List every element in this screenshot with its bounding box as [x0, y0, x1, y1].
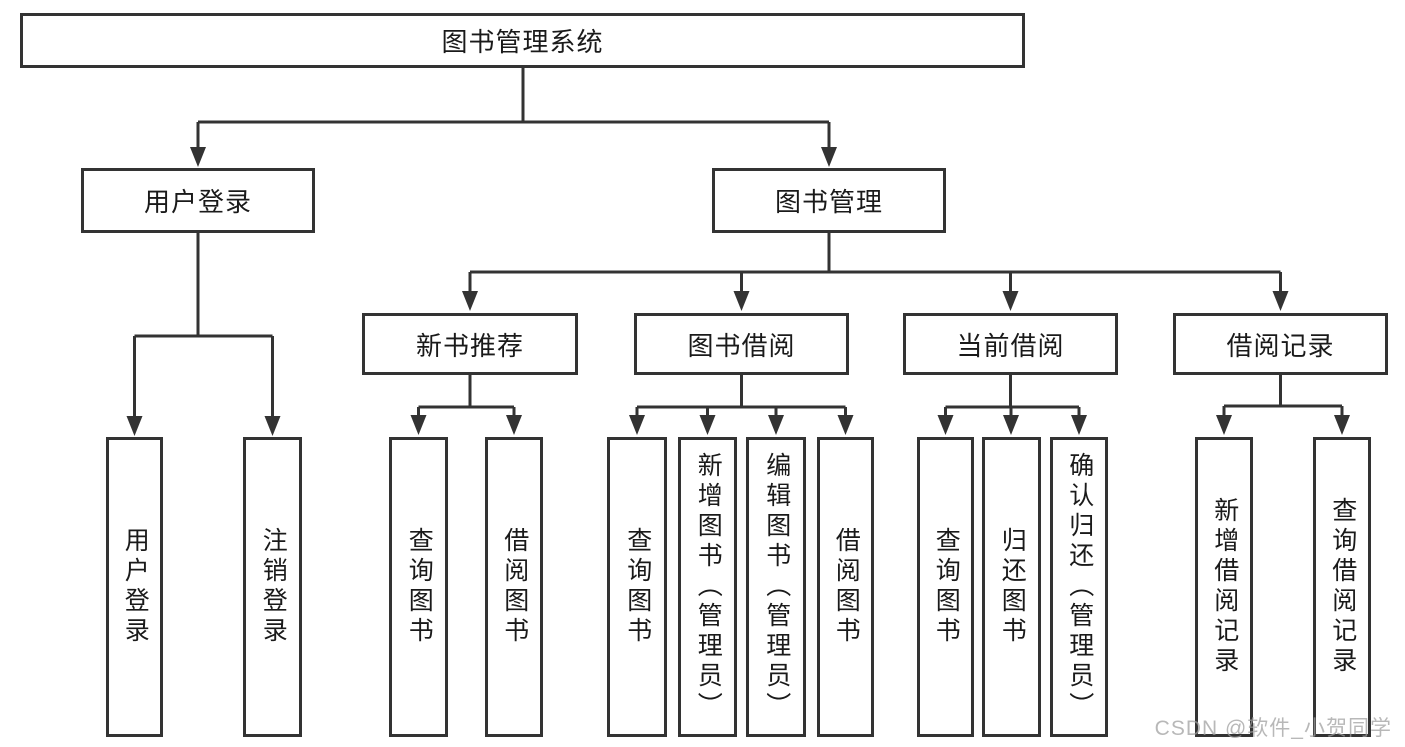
connector-user-login-children	[133, 233, 274, 418]
node-label: 新书推荐	[415, 330, 524, 361]
arrowheads-current-borrow-children	[937, 415, 1087, 435]
node-label: 借阅图书	[500, 527, 529, 647]
arrowheads-user-login-children	[126, 416, 281, 436]
node-library-management-system: 图书管理系统	[20, 13, 1025, 68]
node-label: 借阅记录	[1226, 330, 1335, 361]
node-user-login-group: 用户登录	[81, 168, 315, 233]
node-book-borrowing: 图书借阅	[634, 313, 849, 375]
node-label: 当前借阅	[956, 330, 1065, 361]
connector-book-borrow-children	[635, 375, 847, 417]
node-label: 新增借阅记录	[1210, 497, 1239, 677]
node-book-management: 图书管理	[712, 168, 946, 233]
node-borrow-books-recommend: 借阅图书	[485, 437, 543, 737]
node-label: 查询图书	[932, 527, 961, 647]
node-logout: 注销登录	[243, 437, 302, 737]
node-label: 借阅图书	[832, 527, 861, 647]
connector-root-to-level2	[196, 68, 831, 150]
node-label: 新增图书（管理员）	[694, 452, 723, 722]
node-label: 确认归还（管理员）	[1065, 452, 1094, 722]
arrowheads-level3	[462, 291, 1289, 311]
node-query-books-current: 查询图书	[917, 437, 974, 737]
csdn-watermark: CSDN @软件_小贺同学	[1154, 717, 1392, 740]
connector-current-borrow-children	[944, 375, 1081, 417]
node-label: 编辑图书（管理员）	[762, 452, 791, 722]
arrowheads-book-borrow-children	[629, 415, 854, 435]
node-add-borrow-record: 新增借阅记录	[1195, 437, 1253, 737]
node-user-login: 用户登录	[106, 437, 163, 737]
node-borrowing-records: 借阅记录	[1173, 313, 1388, 375]
arrowheads-new-book-children	[410, 415, 522, 435]
node-label: 用户登录	[121, 527, 150, 647]
node-query-books-recommend: 查询图书	[389, 437, 448, 737]
node-label: 注销登录	[259, 527, 288, 647]
node-current-borrowing: 当前借阅	[903, 313, 1118, 375]
node-confirm-return-admin: 确认归还（管理员）	[1050, 437, 1108, 737]
node-label: 图书管理	[774, 187, 883, 217]
node-new-book-recommend: 新书推荐	[362, 313, 578, 375]
node-add-book-admin: 新增图书（管理员）	[678, 437, 737, 737]
node-label: 图书管理系统	[441, 27, 604, 57]
node-label: 用户登录	[143, 187, 252, 217]
node-label: 查询图书	[405, 527, 434, 647]
node-query-books-borrowing: 查询图书	[607, 437, 667, 737]
node-label: 查询借阅记录	[1328, 497, 1357, 677]
node-borrow-books-borrowing: 借阅图书	[817, 437, 874, 737]
connector-borrow-records-children	[1222, 375, 1344, 417]
node-label: 查询图书	[623, 527, 652, 647]
node-query-borrow-record: 查询借阅记录	[1313, 437, 1371, 737]
node-label: 归还图书	[998, 527, 1027, 647]
connector-new-book-children	[417, 375, 516, 417]
arrowheads-level2	[190, 147, 837, 167]
arrowheads-borrow-records-children	[1216, 415, 1350, 435]
connector-book-mgmt-to-level3	[468, 233, 1282, 293]
node-return-books: 归还图书	[982, 437, 1041, 737]
node-label: 图书借阅	[687, 330, 796, 361]
node-edit-book-admin: 编辑图书（管理员）	[746, 437, 806, 737]
